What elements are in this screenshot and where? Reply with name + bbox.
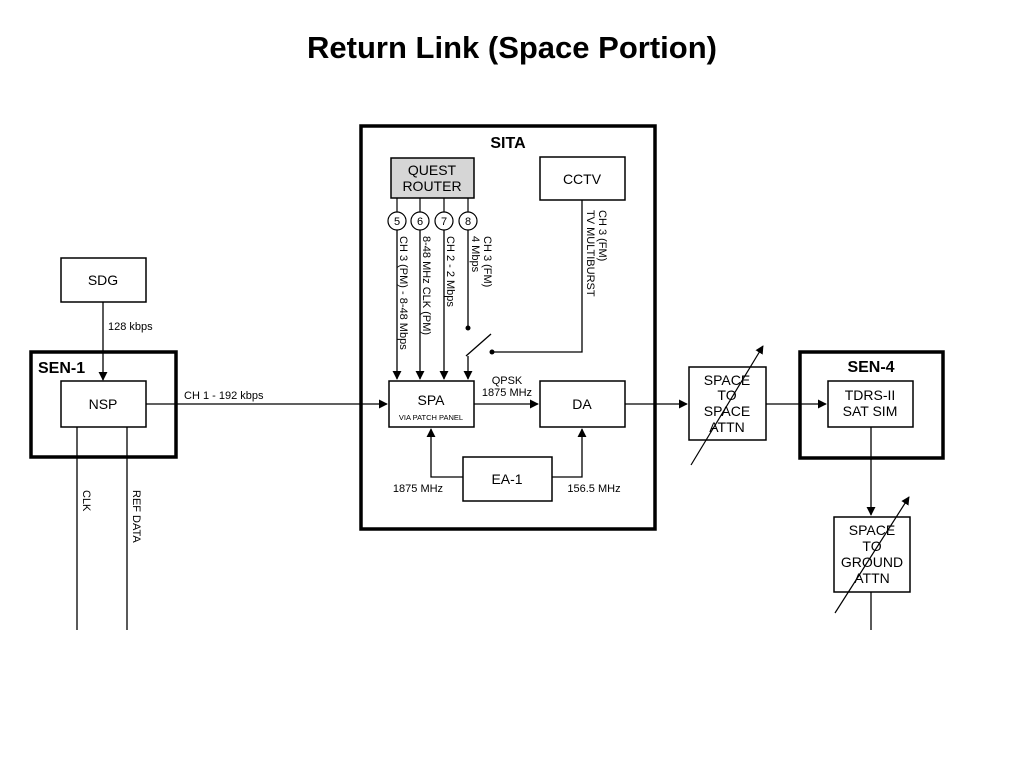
cctv-channel-label-line2: TV MULTIBURST: [584, 210, 596, 297]
channel-7-marker: 7: [434, 211, 454, 231]
da-box: DA: [539, 380, 626, 428]
sen1-label: SEN-1: [38, 360, 85, 377]
qpsk-freq-label: 1875 MHz: [482, 387, 532, 399]
cctv-label: CCTV: [563, 171, 602, 187]
tdrs-line2: SAT SIM: [843, 403, 898, 419]
space-to-space-line1: SPACE: [704, 372, 750, 388]
channel-8-number: 8: [465, 216, 471, 228]
quest-router-line2: ROUTER: [402, 178, 461, 194]
space-to-ground-line4: ATTN: [854, 570, 890, 586]
quest-router-box: QUEST ROUTER: [390, 157, 475, 199]
ea1-label: EA-1: [491, 471, 522, 487]
cctv-line: [492, 200, 583, 353]
ea1-right-freq: 156.5 MHz: [567, 483, 620, 495]
qpsk-label: QPSK: [492, 375, 523, 387]
channel-8-marker: 8: [458, 211, 478, 231]
spa-label: SPA: [418, 392, 446, 408]
da-label: DA: [572, 396, 592, 412]
channel-5-number: 5: [394, 216, 400, 228]
sdg-label: SDG: [88, 272, 118, 288]
space-to-ground-line2: TO: [862, 538, 881, 554]
space-to-space-variable-arrow: [690, 345, 764, 466]
ea1-to-da-line: [552, 428, 587, 478]
ea1-box: EA-1: [462, 456, 553, 502]
sita-label: SITA: [490, 135, 526, 152]
channel-switch: [465, 333, 492, 357]
ea1-left-freq: 1875 MHz: [393, 483, 443, 495]
page-title: Return Link (Space Portion): [307, 30, 717, 65]
space-to-space-attn-box: SPACE TO SPACE ATTN: [688, 366, 767, 441]
ch1-link-label: CH 1 - 192 kbps: [184, 390, 264, 402]
sdg-rate-label: 128 kbps: [108, 321, 153, 333]
clk-label: CLK: [80, 490, 92, 512]
channel-5-marker: 5: [387, 211, 407, 231]
channel-7-label: CH 2 - 2 Mbps: [444, 236, 456, 307]
nsp-box: NSP: [60, 380, 147, 428]
spa-box: SPA VIA PATCH PANEL: [388, 380, 475, 428]
cctv-box: CCTV: [539, 156, 626, 201]
sen4-label: SEN-4: [847, 359, 894, 376]
channel-8-label-line1: CH 3 (FM): [481, 236, 493, 287]
sita-frame: [359, 124, 657, 531]
space-to-ground-variable-arrow: [834, 496, 910, 614]
space-to-space-line3: SPACE: [704, 403, 750, 419]
channel-7-number: 7: [441, 216, 447, 228]
sdg-box: SDG: [60, 257, 147, 303]
spa-sublabel: VIA PATCH PANEL: [399, 413, 463, 422]
space-to-space-line2: TO: [717, 387, 736, 403]
space-to-ground-line1: SPACE: [849, 522, 895, 538]
space-to-ground-line3: GROUND: [841, 554, 903, 570]
ref-data-label: REF DATA: [130, 490, 142, 543]
channel-6-marker: 6: [410, 211, 430, 231]
tdrs-sat-sim-box: TDRS-II SAT SIM: [827, 380, 914, 428]
space-to-space-line4: ATTN: [709, 419, 745, 435]
cctv-channel-label-line1: CH 3 (FM): [596, 210, 608, 261]
ea1-to-spa-line: [426, 428, 463, 478]
channel-5-label: CH 3 (PM) - 8-48 Mbps: [397, 236, 409, 350]
quest-router-line1: QUEST: [408, 162, 457, 178]
nsp-label: NSP: [89, 396, 118, 412]
channel-6-label: 8-48 MHz CLK (PM): [420, 236, 432, 335]
channel-6-number: 6: [417, 216, 423, 228]
channel-8-label-line2: 4 Mbps: [469, 236, 481, 273]
tdrs-line1: TDRS-II: [845, 387, 896, 403]
